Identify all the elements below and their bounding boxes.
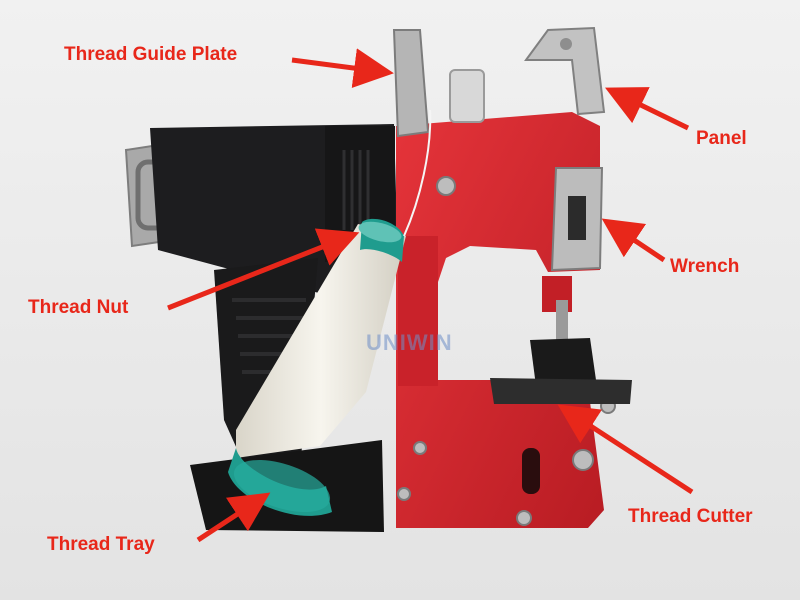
label-thread-guide-plate: Thread Guide Plate <box>64 44 238 65</box>
watermark: UNIWIN <box>366 330 453 355</box>
panel-part <box>524 26 606 116</box>
red-machine-body <box>396 112 604 528</box>
label-panel: Panel <box>696 128 747 149</box>
top-knob <box>449 69 485 123</box>
front-slot <box>522 448 540 494</box>
label-thread-tray: Thread Tray <box>47 534 155 555</box>
wrench-part <box>550 167 604 272</box>
presser-foot-assembly <box>490 300 632 404</box>
callout-arrows <box>167 48 694 543</box>
label-thread-nut: Thread Nut <box>28 297 129 318</box>
arrow-thread-guide-plate <box>291 48 394 88</box>
label-thread-cutter: Thread Cutter <box>628 506 753 527</box>
thread-guide-plate-part <box>392 29 430 138</box>
arrow-thread-nut <box>167 228 360 311</box>
label-wrench: Wrench <box>670 256 740 277</box>
arrow-thread-cutter <box>557 404 694 495</box>
arrow-thread-tray <box>196 492 271 543</box>
arrow-wrench <box>601 218 666 263</box>
arrow-panel <box>605 87 690 131</box>
